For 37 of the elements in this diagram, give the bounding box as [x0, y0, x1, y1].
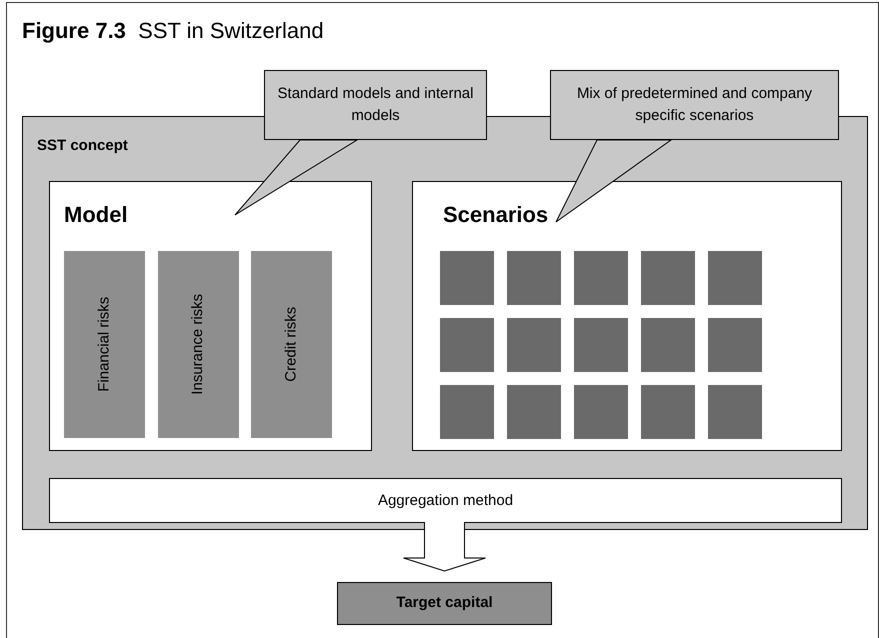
speech-callout: [264, 70, 487, 140]
scenario-square: [440, 385, 494, 439]
method-box: [49, 478, 842, 523]
risk-bar: [158, 251, 239, 438]
scenario-square: [641, 318, 695, 372]
scenario-square: [708, 318, 762, 372]
scenario-square: [507, 385, 561, 439]
method-label: Aggregation method: [378, 490, 514, 510]
scenario-square: [641, 251, 695, 305]
scenario-square: [574, 251, 628, 305]
scenario-square: [708, 385, 762, 439]
panel-title: SST concept: [37, 136, 128, 156]
scenario-square: [440, 251, 494, 305]
risk-label: Financial risks: [94, 296, 114, 392]
callout-pointer: [234, 140, 359, 216]
callout-text: Mix of predetermined and company specific scenarios: [576, 84, 814, 126]
scenario-square: [708, 251, 762, 305]
scenario-square: [507, 251, 561, 305]
scenario-square: [574, 385, 628, 439]
scenario-square: [574, 318, 628, 372]
callout-pointer: [556, 140, 673, 222]
section-panel: [412, 181, 842, 451]
scenario-square: [507, 318, 561, 372]
callout-text: Standard models and internal models: [276, 84, 474, 126]
block-arrow: [403, 522, 486, 572]
section-heading: Scenarios: [443, 201, 548, 229]
risk-label: Insurance risks: [188, 294, 208, 395]
section-panel: [49, 181, 372, 451]
risk-bar: [251, 251, 332, 438]
figure-title: Figure 7.3 SST in Switzerland: [22, 17, 324, 45]
scenario-square: [641, 385, 695, 439]
risk-bar: [64, 251, 145, 438]
section-heading: Model: [64, 201, 128, 229]
scenario-square: [440, 318, 494, 372]
result-label: Target capital: [396, 593, 493, 614]
result-box: [337, 582, 552, 625]
risk-label: Credit risks: [281, 307, 300, 382]
